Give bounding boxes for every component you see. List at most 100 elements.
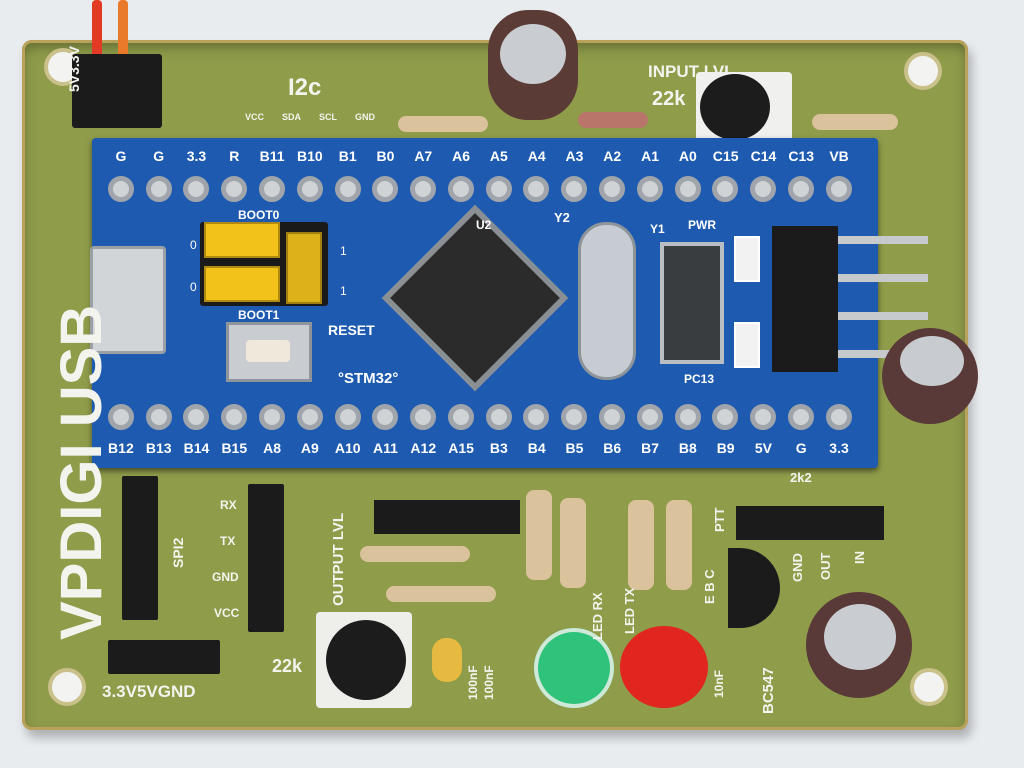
header-pin <box>259 176 286 202</box>
resistor <box>628 500 654 590</box>
pin-label: B9 <box>716 440 735 456</box>
reset-label: RESET <box>328 322 375 338</box>
crystal-y2 <box>578 222 636 380</box>
gnd-label: GND <box>790 553 805 582</box>
micro-usb-port[interactable] <box>90 246 166 354</box>
resistor <box>360 546 470 562</box>
header-pin <box>334 404 361 430</box>
right-angle-header <box>772 226 838 372</box>
led-tx-label: LED TX <box>622 587 637 634</box>
pin-label: A1 <box>641 148 659 164</box>
cap-label-2: 100nF <box>482 665 496 700</box>
led-rx-green <box>534 628 614 708</box>
header-pin <box>712 176 739 202</box>
pc13-led <box>734 322 760 368</box>
resistor-2k2-label: 2k2 <box>790 470 812 485</box>
pin-label: B14 <box>183 440 210 456</box>
header-pin <box>825 176 852 202</box>
i2c-label: I2c <box>288 74 322 101</box>
input-potentiometer[interactable] <box>700 74 770 140</box>
pin-label: B0 <box>376 148 395 164</box>
red-wire <box>92 0 102 62</box>
uart-vcc-label: VCC <box>214 606 240 620</box>
jumper-mark: 1 <box>340 284 347 298</box>
pin-label: A11 <box>373 440 398 456</box>
orange-wire <box>118 0 128 62</box>
header-pin <box>107 176 134 202</box>
pin-label: A5 <box>489 148 508 164</box>
crystal-y1 <box>660 242 724 364</box>
reset-button-cap[interactable] <box>246 340 290 362</box>
header-pin <box>674 404 701 430</box>
ceramic-capacitor <box>432 638 462 682</box>
led-rx-label: LED RX <box>590 592 605 640</box>
cap-label-1: 100nF <box>466 665 480 700</box>
header-pin <box>599 404 626 430</box>
pin-label: 5V <box>754 440 772 456</box>
pin-label: A2 <box>603 148 622 164</box>
jumper-cap[interactable] <box>286 232 322 304</box>
pin-label: A10 <box>334 440 361 456</box>
capacitor-top <box>500 24 566 84</box>
power-row-label: 3.3V5VGND <box>102 682 196 701</box>
resistor <box>386 586 496 602</box>
pin-label: B10 <box>297 148 323 164</box>
header-pin <box>372 404 399 430</box>
mounting-hole <box>904 52 942 90</box>
pc13-label: PC13 <box>684 372 715 386</box>
pin-label: A8 <box>263 440 282 456</box>
header-pin <box>750 176 777 202</box>
header-pin <box>145 404 172 430</box>
jumper-mark: 0 <box>190 238 197 252</box>
cap-label-3: 10nF <box>712 669 726 698</box>
pin-label: A4 <box>527 148 546 164</box>
header-pin <box>825 404 852 430</box>
header-pin <box>636 404 663 430</box>
pin-label: G <box>153 148 165 164</box>
header-pin <box>787 176 814 202</box>
header-pin <box>447 404 474 430</box>
header-pin <box>561 176 588 202</box>
pin-label: A9 <box>300 440 319 456</box>
y2-label: Y2 <box>554 210 570 225</box>
reset-button[interactable] <box>226 322 312 382</box>
out-label: OUT <box>818 552 833 580</box>
header-pin <box>712 404 739 430</box>
led-tx-red <box>620 626 708 708</box>
header-pin <box>183 176 210 202</box>
pin-label: A12 <box>410 440 437 456</box>
transistor-pins-label: E B C <box>702 569 717 604</box>
boot1-jumper[interactable] <box>204 266 280 302</box>
power-conn-label: 5V3.3V <box>66 46 82 92</box>
brand-label: VPDIGI USB <box>49 304 114 640</box>
boot0-jumper[interactable] <box>204 222 280 258</box>
pwr-led <box>734 236 760 282</box>
header-pin <box>447 176 474 202</box>
power-connector <box>72 54 162 128</box>
i2c-pin-label: SDA <box>282 112 302 122</box>
header-pin <box>221 404 248 430</box>
header-pin <box>485 176 512 202</box>
bottom-pin-labels: B12 B13 B14 B15 A8 A9 A10 A11 A12 A15 B3… <box>102 440 858 456</box>
ptt-header <box>736 506 884 540</box>
pin-label: R <box>229 148 240 164</box>
pin-label: B6 <box>603 440 622 456</box>
output-level-label: OUTPUT LVL <box>330 512 347 606</box>
header-pin <box>636 176 663 202</box>
output-potentiometer[interactable] <box>326 620 406 700</box>
boot1-label: BOOT1 <box>238 308 280 322</box>
pin-label: B15 <box>221 440 248 456</box>
pin-label: 3.3 <box>829 440 849 456</box>
header-pin <box>259 404 286 430</box>
header-pin <box>485 404 512 430</box>
bottom-pin-row <box>102 404 858 430</box>
header-pin-bent <box>838 312 928 320</box>
header-pin <box>599 176 626 202</box>
u2-label: U2 <box>476 218 492 232</box>
header-pin <box>107 404 134 430</box>
boot0-label: BOOT0 <box>238 208 280 222</box>
header-pin <box>750 404 777 430</box>
pin-label: B8 <box>678 440 697 456</box>
uart-rx-label: RX <box>220 498 237 512</box>
i2c-pin-label: VCC <box>245 112 265 122</box>
